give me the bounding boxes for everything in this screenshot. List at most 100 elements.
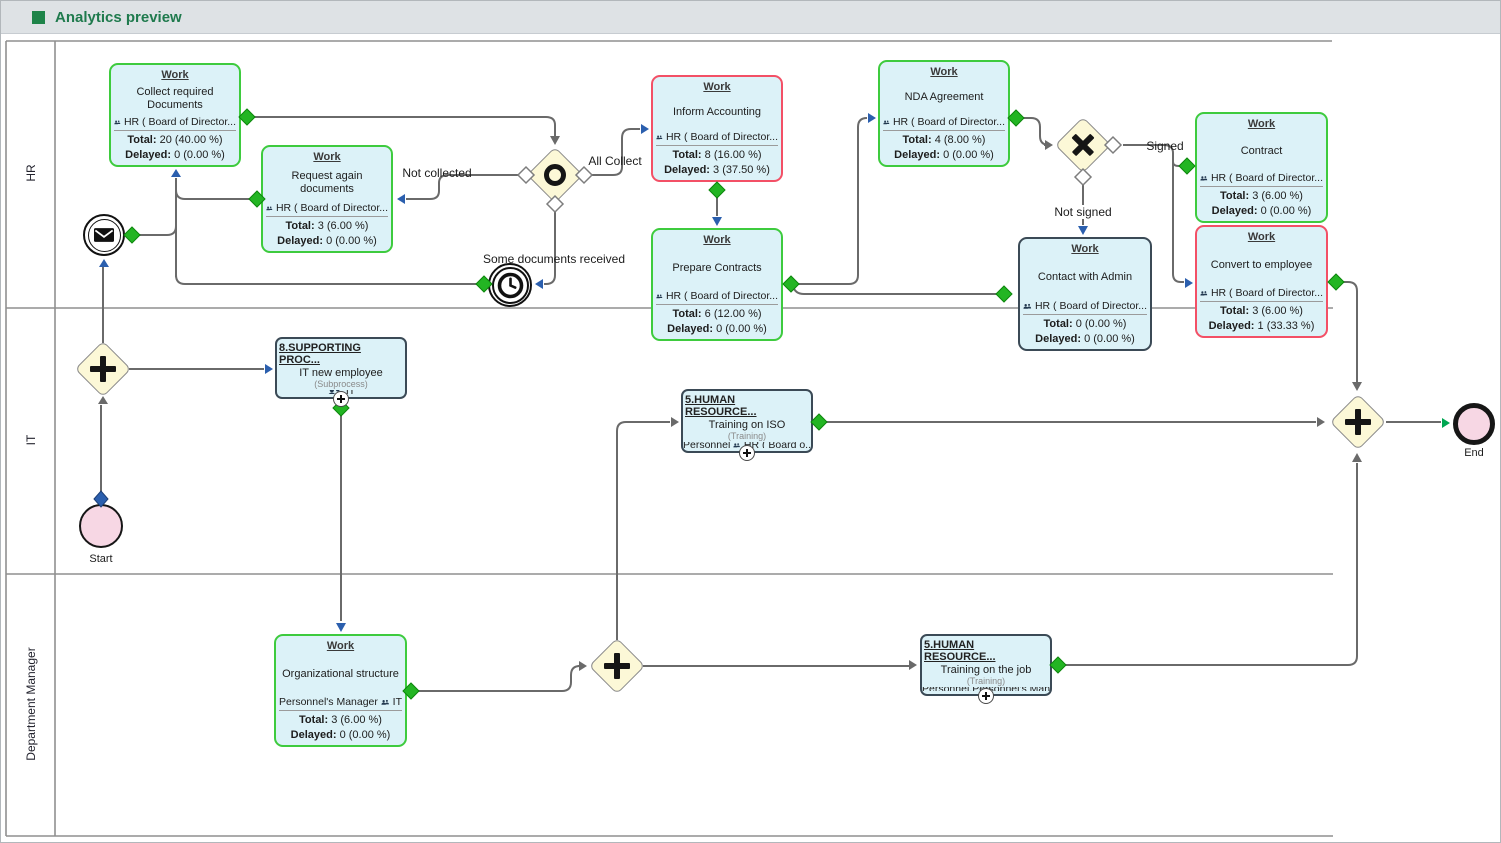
people-icon [733, 442, 741, 447]
subprocess-kind: (Subprocess) [314, 379, 368, 389]
delayed-label: Delayed: [277, 234, 324, 247]
task-resource: HR ( Board of Director... [1210, 172, 1323, 185]
people-icon [266, 206, 273, 211]
flow-label-not-signed: Not signed [1051, 205, 1115, 219]
delayed-value: 1 (33.33 %) [1257, 319, 1315, 332]
people-icon [1200, 291, 1208, 296]
delayed-value: 0 (0.00 %) [339, 728, 391, 741]
task-title: Work [703, 234, 731, 246]
delayed-label: Delayed: [1035, 332, 1082, 345]
total-label: Total: [672, 149, 702, 162]
parallel-gateway-dm[interactable] [588, 637, 646, 695]
task-resource: HR ( Board of Director... [665, 131, 778, 144]
subprocess-title: 5.HUMAN RESOURCE... [685, 394, 757, 418]
timer-event[interactable] [488, 263, 532, 307]
task-description: Convert to employee [1210, 258, 1313, 271]
start-event-label: Start [89, 553, 113, 565]
subprocess-training-on-iso[interactable]: 5.HUMAN RESOURCE... Training on ISO (Tra… [681, 389, 813, 453]
total-value: 4 (8.00 %) [934, 134, 986, 147]
total-label: Total: [285, 220, 315, 233]
subprocess-kind: (Training) [727, 431, 767, 441]
total-value: 3 (6.00 %) [317, 220, 369, 233]
plus-icon [598, 647, 636, 685]
task-resource: HR ( Board of Director... [1034, 300, 1147, 313]
total-value: 6 (12.00 %) [704, 308, 762, 321]
task-title: Work [1071, 243, 1099, 255]
subprocess-expand-icon[interactable] [333, 391, 349, 407]
task-description: Request again documents [291, 170, 363, 195]
people-icon [1023, 303, 1032, 309]
delayed-label: Delayed: [125, 148, 172, 161]
subprocess-resource: Personnel [683, 442, 731, 448]
subprocess-name: Training on ISO [708, 419, 786, 431]
plus-icon [1339, 403, 1377, 441]
subprocess-expand-icon[interactable] [739, 445, 755, 461]
delayed-label: Delayed: [664, 163, 710, 176]
message-start-event[interactable] [83, 214, 125, 256]
delayed-label: Delayed: [667, 322, 714, 335]
task-convert-to-employee[interactable]: Work Convert to employee HR ( Board of D… [1195, 225, 1328, 338]
delayed-value: 0 (0.00 %) [326, 234, 377, 247]
total-label: Total: [1043, 318, 1073, 331]
task-contract[interactable]: Work Contract HR ( Board of Director... … [1195, 112, 1328, 223]
delayed-value: 0 (0.00 %) [1084, 332, 1135, 345]
task-description: Contact with Admin [1037, 271, 1133, 284]
task-title: Work [313, 151, 341, 163]
task-title: Work [161, 69, 189, 81]
subprocess-name: IT new employee [299, 367, 383, 379]
task-description: Organizational structure [282, 667, 399, 680]
parallel-gateway-join[interactable] [1329, 393, 1387, 451]
delayed-value: 0 (0.00 %) [174, 148, 225, 161]
people-icon [114, 120, 121, 125]
task-collect-required-documents[interactable]: Work Collect required Documents HR ( Boa… [109, 63, 241, 167]
total-value: 3 (6.00 %) [331, 714, 382, 727]
delayed-value: 0 (0.00 %) [1260, 204, 1312, 217]
total-label: Total: [902, 134, 932, 147]
end-event[interactable] [1453, 403, 1495, 445]
delayed-value: 0 (0.00 %) [943, 148, 994, 161]
exclusive-gateway[interactable] [1054, 116, 1112, 174]
task-prepare-contracts[interactable]: Work Prepare Contracts HR ( Board of Dir… [651, 228, 783, 341]
green-square-icon [32, 10, 45, 24]
subprocess-title: 5.HUMAN RESOURCE... [924, 639, 996, 663]
delayed-value: 0 (0.00 %) [716, 322, 767, 335]
people-icon [1200, 176, 1208, 181]
task-contact-with-admin[interactable]: Work Contact with Admin HR ( Board of Di… [1018, 237, 1152, 351]
task-resource-2: IT [392, 696, 402, 709]
lane-label-hr: HR [24, 164, 38, 182]
delayed-label: Delayed: [1211, 204, 1258, 217]
total-label: Total: [672, 308, 702, 321]
start-event[interactable] [79, 504, 123, 548]
people-icon [883, 120, 890, 125]
task-organizational-structure[interactable]: Work Organizational structure Personnel'… [274, 634, 407, 747]
task-request-again-documents[interactable]: Work Request again documents HR ( Board … [261, 145, 393, 253]
subprocess-it-new-employee[interactable]: 8.SUPPORTING PROC... IT new employee (Su… [275, 337, 407, 399]
subprocess-expand-icon[interactable] [978, 688, 994, 704]
task-description: Inform Accounting [672, 105, 762, 118]
task-resource: HR ( Board of Director... [275, 202, 388, 215]
total-value: 8 (16.00 %) [704, 149, 762, 162]
lane-label-department-manager: Department Manager [24, 647, 38, 761]
total-label: Total: [1220, 305, 1250, 318]
parallel-gateway-it[interactable] [74, 340, 132, 398]
inclusive-gateway[interactable] [526, 146, 584, 204]
task-resource: HR ( Board of Director... [1210, 287, 1323, 300]
subprocess-resource: IT [346, 390, 355, 394]
delayed-value: 3 (37.50 %) [713, 163, 770, 176]
task-resource: HR ( Board of Director... [123, 116, 236, 129]
task-title: Work [1247, 118, 1276, 130]
people-icon [656, 294, 663, 299]
plus-icon [84, 350, 122, 388]
flow-label-signed: Signed [1146, 139, 1184, 153]
task-description: Collect required Documents [136, 86, 214, 111]
task-nda-agreement[interactable]: Work NDA Agreement HR ( Board of Directo… [878, 60, 1010, 167]
subprocess-resource-2: HR ( Board o.. [743, 442, 811, 448]
header-bar: Analytics preview [1, 1, 1500, 34]
task-inform-accounting[interactable]: Work Inform Accounting HR ( Board of Dir… [651, 75, 783, 182]
people-icon [381, 699, 389, 705]
task-title: Work [703, 81, 731, 93]
people-icon [656, 135, 663, 140]
task-title: Work [930, 66, 958, 78]
subprocess-training-on-the-job[interactable]: 5.HUMAN RESOURCE... Training on the job … [920, 634, 1052, 696]
